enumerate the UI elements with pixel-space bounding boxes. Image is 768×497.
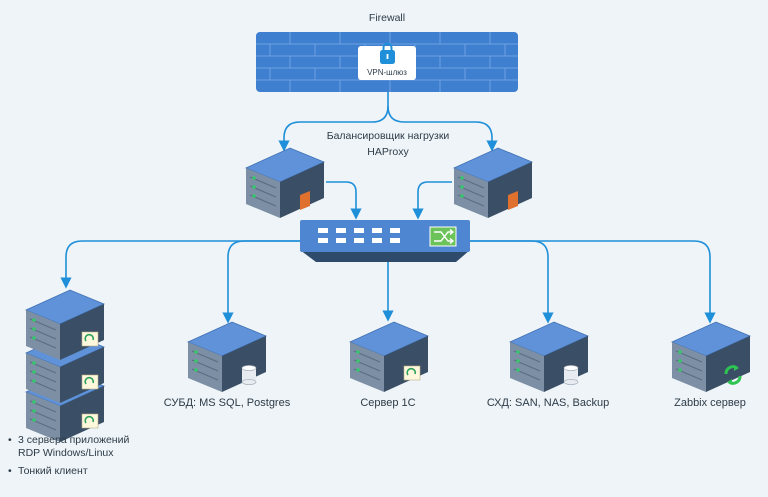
connector-balancer-left-switch	[326, 181, 362, 220]
bullet-icon: •	[8, 465, 12, 477]
connector-firewall-balancer-left	[278, 92, 389, 152]
balancer-server-left	[245, 147, 325, 219]
lock-icon	[380, 42, 395, 64]
note-app-servers-line2: RDP Windows/Linux	[18, 447, 114, 459]
connector-switch-zabbix	[470, 240, 716, 324]
network-switch	[300, 220, 470, 262]
vpn-gateway-label: VPN-шлюз	[367, 68, 407, 77]
note-app-servers-line1: 3 сервера приложений	[18, 434, 130, 446]
db-server	[187, 321, 267, 393]
firewall-title: Firewall	[369, 12, 405, 24]
connector-balancer-right-switch	[412, 181, 452, 220]
zabbix-server-label: Zabbix сервер	[674, 397, 746, 409]
connector-switch-db	[222, 240, 310, 324]
zabbix-server	[671, 321, 751, 393]
balancer-server-right	[453, 147, 533, 219]
app-server-stack	[25, 289, 105, 443]
db-server-label: СУБД: MS SQL, Postgres	[164, 397, 291, 409]
app-servers-notes: • 3 сервера приложений RDP Windows/Linux…	[8, 434, 129, 483]
note-thin-client-text: Тонкий клиент	[18, 465, 88, 477]
connectors	[60, 92, 716, 324]
note-app-servers: • 3 сервера приложений RDP Windows/Linux	[8, 434, 129, 460]
storage-server-label: СХД: SAN, NAS, Backup	[487, 397, 609, 409]
bullet-icon: •	[8, 434, 12, 446]
balancer-label-line1: Балансировщик нагрузки	[327, 130, 450, 142]
connector-switch-storage	[468, 240, 554, 324]
note-thin-client: • Тонкий клиент	[8, 465, 129, 478]
balancer-label-line2: HAProxy	[367, 146, 409, 158]
recycle-arrows-icon	[724, 365, 742, 385]
connector-switch-apps	[60, 240, 308, 289]
connector-firewall-balancer-right	[387, 105, 498, 152]
1c-server	[349, 321, 429, 393]
database-icon	[563, 365, 579, 385]
database-icon	[241, 365, 257, 385]
1c-server-label: Сервер 1С	[360, 397, 415, 409]
storage-server	[509, 321, 589, 393]
